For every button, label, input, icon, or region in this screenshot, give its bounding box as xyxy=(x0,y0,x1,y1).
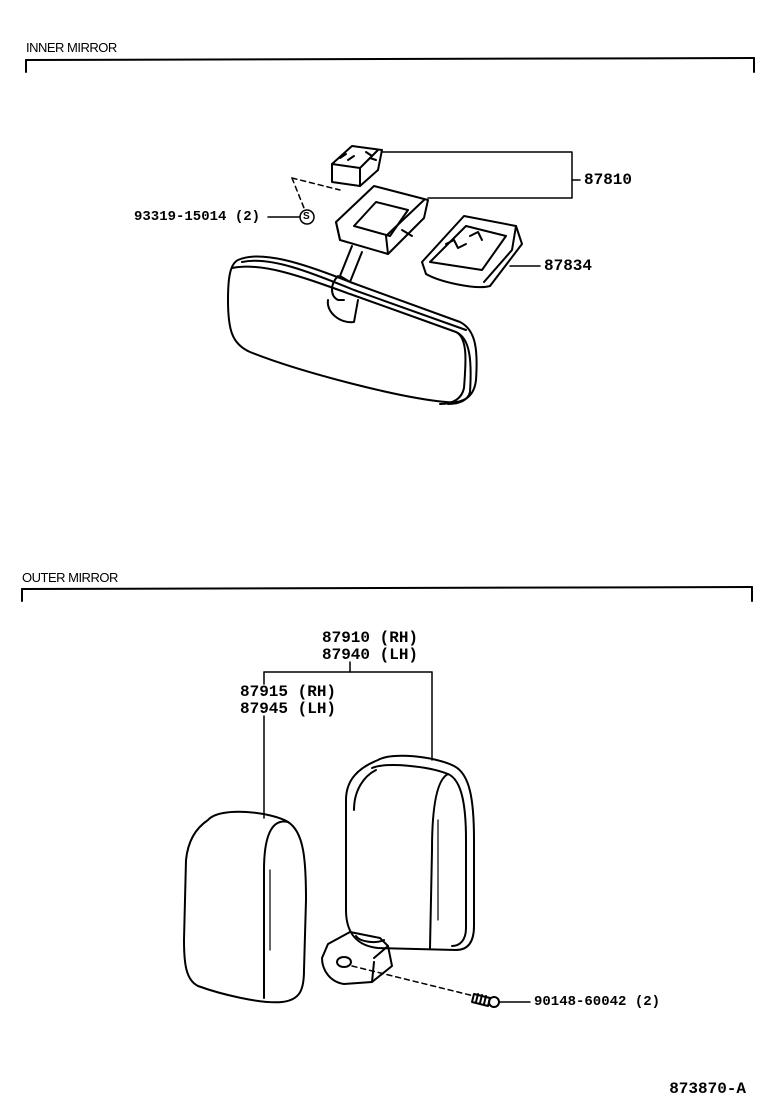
outer-mirror-screw xyxy=(471,993,531,1008)
outer-mirror-assembly xyxy=(345,754,475,951)
part-label-87915-rh: 87915 (RH) xyxy=(240,683,337,701)
inner-mirror-bracket xyxy=(335,185,429,255)
inner-leader-lines xyxy=(267,151,581,267)
part-label-87940-lh: 87940 (LH) xyxy=(322,646,419,664)
inner-section-bracket xyxy=(25,57,755,73)
outer-section-bracket xyxy=(21,586,753,602)
inner-mirror-section-title: INNER MIRROR xyxy=(26,40,117,55)
inner-mirror-clip xyxy=(331,145,383,187)
part-label-87834: 87834 xyxy=(544,257,593,275)
part-label-93319-15014: 93319-15014 (2) xyxy=(134,209,261,225)
outer-mirror-section-title: OUTER MIRROR xyxy=(22,570,118,585)
part-label-90148-60042: 90148-60042 (2) xyxy=(534,994,661,1010)
outer-screw-guide xyxy=(351,965,475,997)
diagram-reference-number: 873870-A xyxy=(669,1080,746,1098)
outer-mirror-glass xyxy=(183,810,307,1004)
inner-mirror-cover xyxy=(421,215,523,289)
inner-mirror-body xyxy=(227,255,478,405)
outer-mirror-base xyxy=(321,931,393,985)
part-label-87810: 87810 xyxy=(584,171,633,189)
outer-leader-lines xyxy=(263,661,433,819)
part-label-87945-lh: 87945 (LH) xyxy=(240,700,337,718)
screw-symbol-s: S xyxy=(303,211,310,222)
part-label-87910-rh: 87910 (RH) xyxy=(322,629,419,647)
inner-screw-guide xyxy=(291,177,341,209)
